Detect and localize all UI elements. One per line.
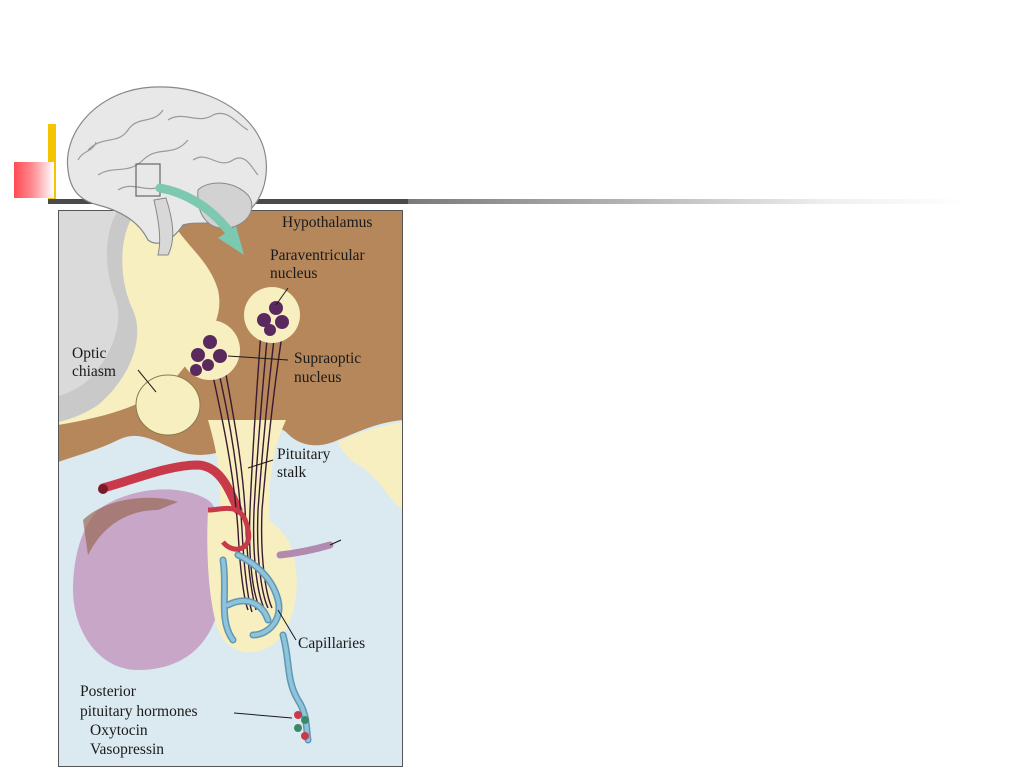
label-supraoptic-1: Supraoptic (294, 350, 361, 367)
hormone-dot (294, 724, 302, 732)
hormone-dot (294, 711, 302, 719)
optic-chiasm (135, 374, 201, 436)
label-paraventricular-2: nucleus (270, 265, 317, 282)
label-pituitary-2: stalk (277, 464, 307, 481)
paraventricular-nucleus (244, 287, 300, 343)
artery-opening (98, 484, 108, 494)
right-tissue (338, 422, 403, 510)
anterior-rim (83, 497, 178, 555)
outflow-vein (276, 541, 334, 559)
accent-red-block (14, 162, 54, 198)
label-hormones-1: Posterior (80, 683, 137, 700)
arrow-icon (155, 183, 233, 235)
pituitary-diagram: Hypothalamus Paraventricular nucleus Sup… (58, 210, 403, 767)
portal-loop (207, 505, 252, 552)
label-hypothalamus: Hypothalamus (282, 214, 372, 231)
pituitary-diagram-svg: Hypothalamus Paraventricular nucleus Sup… (58, 210, 403, 767)
brainstem (153, 197, 174, 256)
leader-lines (137, 287, 297, 719)
label-pituitary-1: Pituitary (277, 446, 331, 463)
label-hormones-2: pituitary hormones (80, 703, 198, 720)
outflow-arrow (329, 539, 342, 546)
capillary-inner (221, 553, 310, 742)
label-optic-2: chiasm (72, 363, 116, 380)
supraoptic-nucleus (180, 320, 240, 380)
label-vasopressin: Vasopressin (90, 741, 164, 758)
brain-icon (66, 86, 267, 256)
title-rule-fade (408, 199, 968, 204)
label-oxytocin: Oxytocin (90, 722, 148, 739)
supraoptic-neurons (190, 335, 227, 376)
axon-bundle (202, 304, 287, 613)
arrow-head (218, 226, 244, 255)
anterior-pituitary (73, 489, 224, 670)
label-paraventricular-1: Paraventricular (270, 247, 366, 264)
paraventricular-neurons (257, 301, 289, 336)
thalamus-grey-inner (58, 210, 119, 396)
label-supraoptic-2: nucleus (294, 369, 341, 386)
hormone-dot (301, 732, 309, 740)
hypophyseal-artery (98, 460, 243, 515)
label-capillaries: Capillaries (298, 635, 365, 652)
label-optic-1: Optic (72, 345, 107, 362)
inset-box (135, 163, 161, 197)
brain-folds (77, 109, 259, 191)
hormone-dot (301, 716, 309, 724)
brain-inset (58, 80, 278, 260)
title-rule (48, 199, 608, 204)
